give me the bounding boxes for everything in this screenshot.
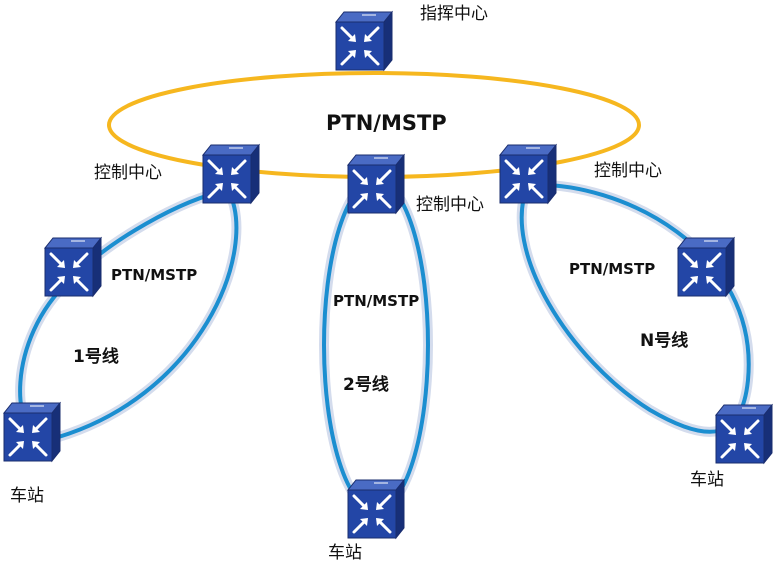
backbone-network-label: PTN/MSTP [326, 111, 447, 135]
line2-station-label: 车站 [328, 543, 362, 563]
line1-name-label: 1号线 [73, 347, 119, 367]
router-icon [2, 401, 62, 463]
router-icon [346, 478, 406, 540]
line2-name-label: 2号线 [343, 375, 389, 395]
command-center-label: 指挥中心 [420, 4, 488, 24]
router-icon [201, 143, 261, 205]
control-center-left-label: 控制中心 [94, 163, 162, 183]
router-icon [334, 10, 394, 72]
router-icon [676, 236, 736, 298]
router-icon [498, 143, 558, 205]
line1-station-label: 车站 [10, 486, 44, 506]
line2-ring [319, 175, 433, 515]
control-center-right-label: 控制中心 [594, 161, 662, 181]
router-icon [43, 236, 103, 298]
lineN-name-label: N号线 [640, 331, 689, 351]
control-center-middle-label: 控制中心 [416, 195, 484, 215]
lineN-ring [516, 179, 754, 437]
router-icon [714, 403, 773, 465]
lineN-station-label: 车站 [690, 470, 724, 490]
lineN-network-label: PTN/MSTP [569, 260, 656, 278]
line2-network-label: PTN/MSTP [333, 292, 420, 310]
router-icon [346, 153, 406, 215]
line1-network-label: PTN/MSTP [111, 266, 198, 284]
